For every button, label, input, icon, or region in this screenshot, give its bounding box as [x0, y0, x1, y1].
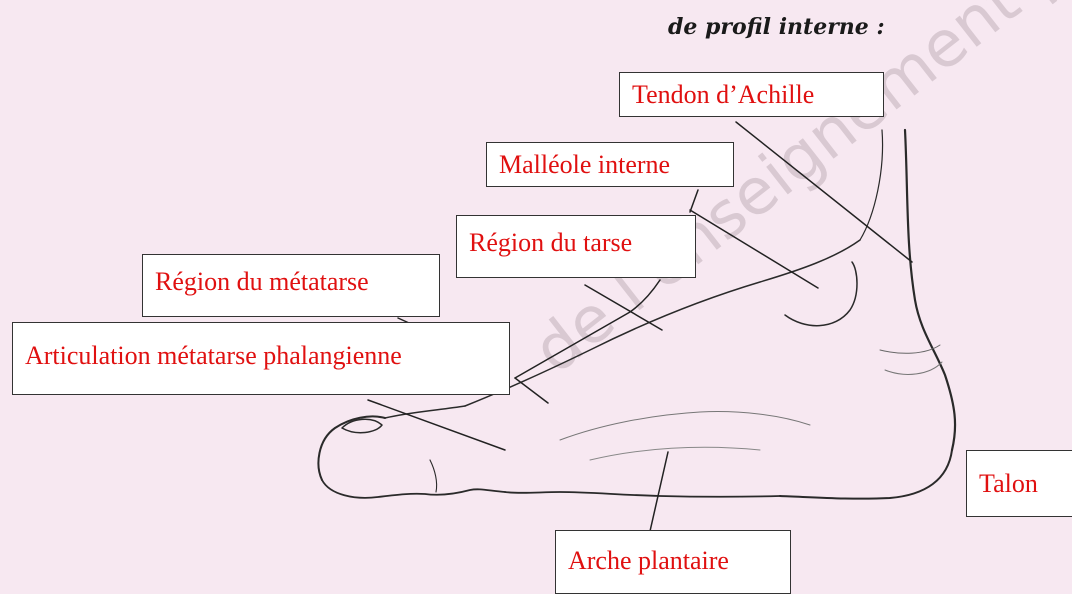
arch-line — [560, 412, 810, 440]
toe-tip — [318, 416, 385, 480]
leader-malleole-2 — [690, 190, 698, 212]
arch-line-2 — [590, 447, 760, 460]
toe-crease — [385, 406, 465, 418]
heel-outline — [780, 450, 952, 499]
ankle-back-outline — [905, 130, 955, 450]
label-tendon-achille: Tendon d’Achille — [619, 72, 884, 117]
leader-tendon — [736, 122, 912, 262]
leader-tarse — [515, 280, 660, 378]
diagram-heading: de profil interne : — [668, 14, 885, 40]
leader-malleole — [690, 210, 818, 288]
sole-outline — [505, 492, 780, 497]
toe-crease-2 — [430, 460, 437, 492]
label-talon: Talon — [966, 450, 1072, 517]
label-arche-plantaire: Arche plantaire — [555, 530, 791, 594]
leader-articulation — [515, 378, 548, 403]
label-articulation: Articulation métatarse phalangienne — [12, 322, 510, 395]
heel-crease-2 — [885, 362, 942, 374]
leader-articulation-2 — [368, 400, 505, 450]
label-region-tarse: Région du tarse — [456, 215, 696, 278]
malleolus-bump — [785, 262, 857, 326]
sole-pad — [322, 480, 505, 498]
label-malleole-interne: Malléole interne — [486, 142, 734, 187]
label-region-metatarse: Région du métatarse — [142, 254, 440, 317]
